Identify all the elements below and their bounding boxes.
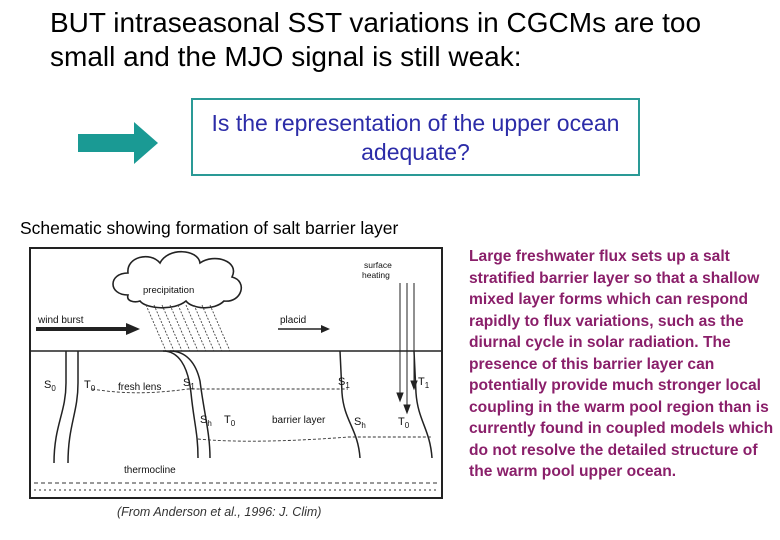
label-t0-right: T0 — [398, 416, 410, 430]
label-t0-mid: T0 — [224, 414, 236, 428]
cloud-icon — [112, 250, 243, 309]
slide-title: BUT intraseasonal SST variations in CGCM… — [50, 7, 702, 72]
surface-heating-label-2: heating — [362, 270, 390, 280]
profile-curves — [53, 350, 433, 464]
barrier-layer-label: barrier layer — [272, 415, 326, 426]
wind-burst-label: wind burst — [37, 315, 84, 326]
placid-label: placid — [280, 315, 306, 326]
right-arrow-icon — [78, 122, 158, 164]
source-credit: (From Anderson et al., 1996: J. Clim) — [117, 505, 322, 519]
label-t1: T1 — [418, 376, 430, 390]
surface-heating-arrows — [396, 283, 418, 415]
precipitation-hatching — [145, 304, 231, 352]
label-s1-right: S1 — [338, 376, 350, 390]
fresh-lens-label: fresh lens — [118, 382, 161, 393]
question-box: Is the representation of the upper ocean… — [191, 98, 640, 176]
wind-burst-arrowhead — [126, 323, 140, 335]
barrier-layer-schematic: precipitation surface heating wind burst… — [29, 247, 443, 499]
precipitation-label: precipitation — [143, 285, 194, 296]
diagram-frame — [29, 247, 443, 499]
label-t0-upper: T0 — [84, 379, 96, 393]
label-sh-right: Sh — [354, 416, 366, 430]
description-text: Large freshwater flux sets up a salt str… — [469, 248, 774, 480]
surface-heating-label-1: surface — [364, 260, 392, 270]
diagram-caption: Schematic showing formation of salt barr… — [20, 218, 399, 238]
label-sh-left: Sh — [200, 414, 212, 428]
thermocline-label: thermocline — [124, 465, 176, 476]
label-s0: S0 — [44, 379, 56, 393]
label-s1-left: S1 — [183, 377, 195, 391]
placid-arrowhead — [321, 325, 330, 333]
layer-boundaries — [91, 388, 432, 442]
thermocline-hatching — [34, 482, 438, 491]
